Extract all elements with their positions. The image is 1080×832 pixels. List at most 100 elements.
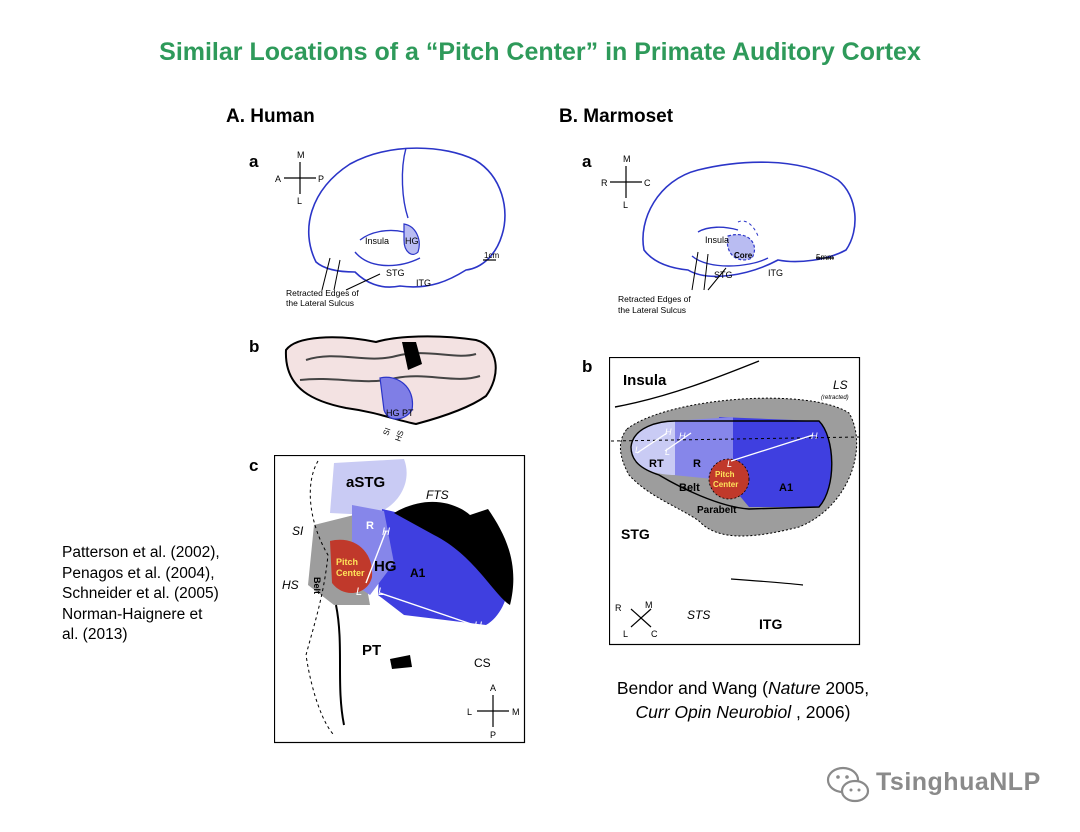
compass-a: A	[275, 174, 281, 184]
marmoset-caption-line-2: the Lateral Sulcus	[618, 305, 686, 315]
a1-region	[378, 509, 509, 625]
marmoset-itg-label: ITG	[768, 268, 783, 278]
l-b-1: L	[635, 445, 640, 455]
coronal-si-label: SI	[381, 426, 392, 436]
marmoset-compass-c: C	[644, 178, 651, 188]
caption-line-2: the Lateral Sulcus	[286, 298, 354, 308]
human-hg-region	[403, 223, 420, 255]
coronal-pt-label: PT	[402, 408, 414, 418]
h-b-1: H	[665, 427, 672, 437]
ls-label: LS	[833, 378, 848, 392]
marmoset-compass-m: M	[623, 154, 631, 164]
marmoset-brain-lateral-figure: M R C L Insula Core STG ITG 5mm Retracte…	[601, 154, 856, 315]
coronal-hg-region	[379, 376, 414, 420]
human-panel-b-label: b	[249, 337, 260, 356]
marmoset-core-region	[726, 234, 756, 261]
marmoset-b-compass: M R L C	[615, 600, 658, 639]
ls-note: (retracted)	[821, 395, 849, 401]
compass-c-a: A	[490, 683, 496, 693]
pitch-c-line2: Center	[336, 568, 365, 578]
marmoset-b-compass-l: L	[623, 629, 628, 639]
marmoset-b-itg-label: ITG	[759, 616, 782, 632]
l1-label: L	[356, 586, 362, 598]
citation: Bendor and Wang (Nature 2005, Curr Opin …	[588, 676, 898, 724]
pitch-center-region	[330, 539, 373, 594]
citation-journal: Curr Opin Neurobiol	[635, 702, 792, 722]
l2-label: L	[378, 586, 384, 598]
compass-c-m: M	[512, 707, 520, 717]
citation-line1-pre: Bendor and Wang (	[616, 678, 768, 698]
hg-c-label: HG	[374, 558, 397, 575]
cs-label: CS	[474, 656, 491, 670]
pitch-c-line1: Pitch	[336, 557, 358, 567]
reference-item: Schneider et al. (2005)	[62, 585, 219, 602]
r-label: R	[366, 520, 374, 532]
human-brain-lateral-figure: M A P L Insula HG STG ITG 1cm Retracted …	[275, 147, 506, 308]
astg-label: aSTG	[346, 474, 385, 491]
r-b-label: R	[693, 458, 701, 470]
caption-line-1: Retracted Edges of	[286, 288, 359, 298]
marmoset-b-compass-r: R	[615, 603, 622, 613]
insula-label: Insula	[365, 236, 389, 246]
citation-nature: Nature	[767, 678, 821, 698]
astg-region	[330, 459, 407, 515]
core-label: Core	[734, 251, 753, 260]
reference-item: Penagos et al. (2004),	[62, 564, 215, 582]
human-c-compass: A L M P	[467, 683, 520, 740]
references-list: Patterson et al. (2002), Penagos et al. …	[62, 543, 220, 646]
h-b-3: H	[811, 431, 818, 441]
h1-label: H	[382, 526, 390, 538]
compass-c-p: P	[490, 730, 496, 740]
compass-p: P	[318, 174, 324, 184]
reference-item: Norman-Haignere et	[62, 605, 203, 623]
black-sulcus	[394, 501, 514, 605]
wechat-icon	[826, 765, 872, 805]
marmoset-heading: B. Marmoset	[559, 106, 674, 127]
citation-line1-post: 2005,	[820, 678, 870, 698]
slide-title: Similar Locations of a “Pitch Center” in…	[159, 38, 921, 66]
human-panel-a-label: a	[249, 152, 259, 171]
reference-item: al. (2013)	[62, 626, 128, 643]
compass-c-l: L	[467, 707, 472, 717]
marmoset-scale-label: 5mm	[816, 253, 834, 262]
marmoset-b-compass-c: C	[651, 629, 658, 639]
human-panel-c-figure: aSTG FTS SI R H HG Belt Pitch Center A1 …	[274, 455, 526, 744]
sts-label: STS	[687, 608, 710, 622]
human-heading: A. Human	[226, 106, 315, 127]
stg-label: STG	[386, 268, 405, 278]
human-panel-c-label: c	[249, 456, 259, 475]
pitch-b-line2: Center	[713, 480, 738, 489]
marmoset-a-compass: M R C L	[601, 154, 651, 210]
itg-label: ITG	[416, 278, 431, 288]
marmoset-stg-label: STG	[714, 270, 733, 280]
marmoset-caption-line-1: Retracted Edges of	[618, 294, 691, 304]
compass-m: M	[297, 150, 305, 160]
a1-c-label: A1	[410, 566, 426, 580]
hs-label: HS	[282, 578, 299, 592]
marmoset-b-insula-label: Insula	[623, 372, 667, 389]
marmoset-panel-b-label: b	[582, 357, 593, 376]
human-brain-outline	[308, 147, 506, 288]
coronal-hs-label: HS	[393, 429, 405, 442]
reference-item: Patterson et al. (2002),	[62, 544, 220, 561]
pitch-center-b-region	[708, 458, 750, 500]
marmoset-compass-r: R	[601, 178, 608, 188]
human-brain-coronal-figure: HG PT SI HS	[284, 335, 497, 442]
a1-b-label: A1	[779, 482, 793, 494]
hg-label: HG	[405, 236, 419, 246]
marmoset-panel-b-figure: Insula LS (retracted) RT R Pitch Center …	[609, 357, 861, 646]
h2-label: H	[474, 620, 482, 632]
marmoset-compass-l: L	[623, 200, 628, 210]
l-b-3: L	[727, 459, 732, 469]
l-b-2: L	[665, 447, 670, 457]
marmoset-brain-outline	[642, 161, 856, 278]
marmoset-b-compass-m: M	[645, 600, 653, 610]
belt-label: Belt	[312, 577, 322, 594]
coronal-hg-label: HG	[386, 408, 400, 418]
pitch-b-line1: Pitch	[715, 470, 735, 479]
belt-b-label: Belt	[679, 482, 700, 494]
h-b-2: H	[679, 431, 686, 441]
compass-l: L	[297, 196, 302, 206]
marmoset-b-stg-label: STG	[621, 526, 650, 542]
fts-label: FTS	[426, 488, 449, 502]
